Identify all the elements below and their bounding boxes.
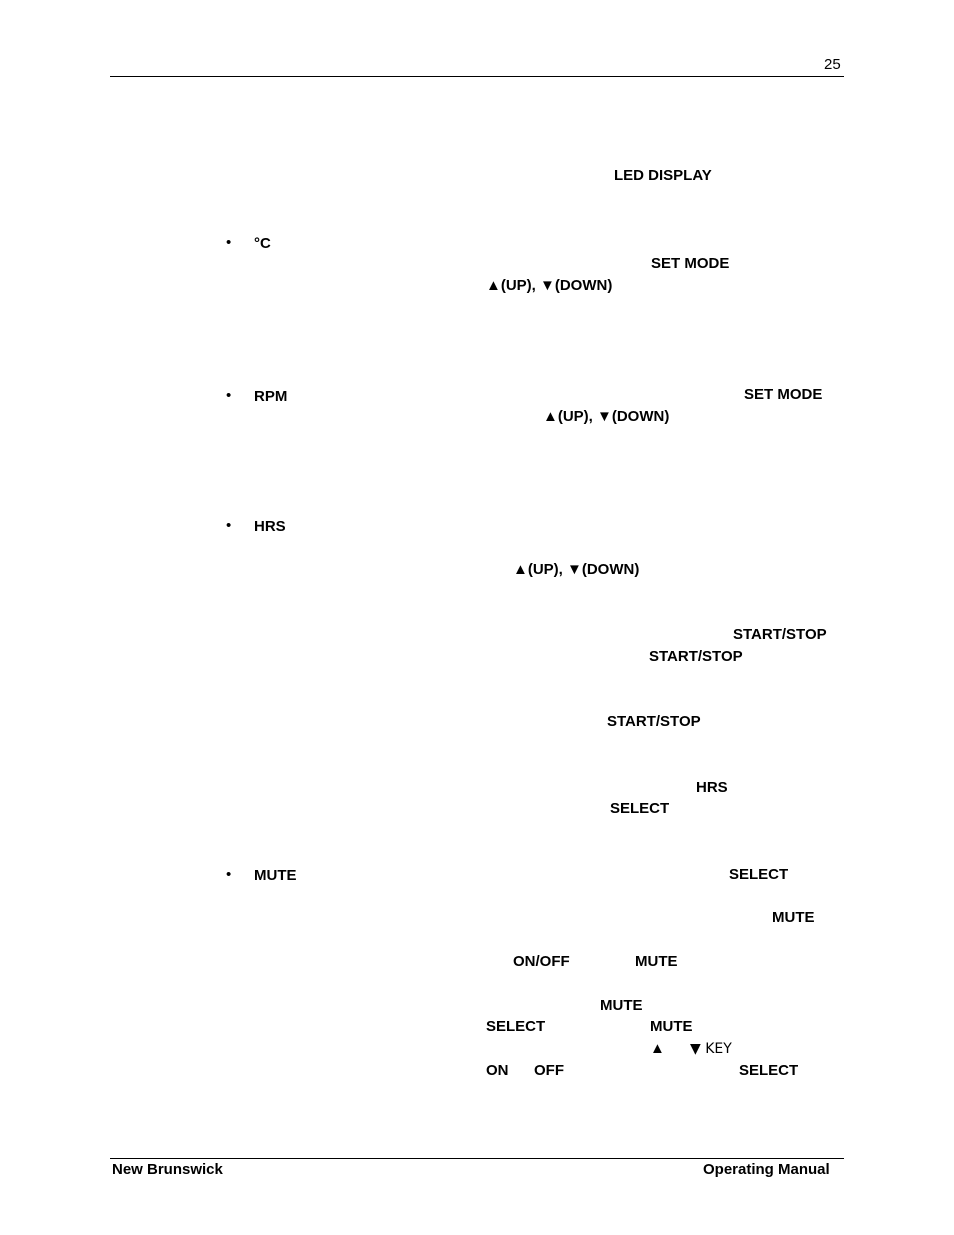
term-on: ON: [486, 1062, 509, 1079]
term-off: OFF: [534, 1062, 564, 1079]
term-celsius: °C: [254, 235, 271, 252]
term-rpm: RPM: [254, 388, 288, 405]
term-updown-3: ▲(UP), ▼(DOWN): [513, 561, 640, 578]
up-arrow-symbol: ▲: [650, 1040, 665, 1057]
term-mute-5: MUTE: [650, 1018, 693, 1035]
term-updown-1: ▲(UP), ▼(DOWN): [486, 277, 613, 294]
term-select-1: SELECT: [610, 800, 670, 817]
term-hrs-2: HRS: [696, 779, 728, 796]
page-number: 25: [824, 56, 841, 73]
term-mute-2: MUTE: [772, 909, 815, 926]
down-key-text: ▼ KEY: [690, 1041, 732, 1057]
term-set-mode-2: SET MODE: [744, 386, 823, 403]
bullet-celsius: •: [226, 234, 232, 251]
term-select-4: SELECT: [739, 1062, 799, 1079]
term-set-mode-1: SET MODE: [651, 255, 730, 272]
footer-right: Operating Manual: [703, 1161, 830, 1178]
term-start-stop-2: START/STOP: [649, 648, 743, 665]
term-select-2: SELECT: [729, 866, 789, 883]
footer-left: New Brunswick: [112, 1161, 223, 1178]
term-hrs: HRS: [254, 518, 286, 535]
term-led-display: LED DISPLAY: [614, 167, 712, 184]
term-updown-2: ▲(UP), ▼(DOWN): [543, 408, 670, 425]
bullet-mute: •: [226, 866, 232, 883]
term-mute-4: MUTE: [600, 997, 643, 1014]
term-mute-3: MUTE: [635, 953, 678, 970]
bullet-hrs: •: [226, 517, 232, 534]
bullet-rpm: •: [226, 387, 232, 404]
term-on-off: ON/OFF: [513, 953, 570, 970]
term-start-stop-1: START/STOP: [733, 626, 827, 643]
term-start-stop-3: START/STOP: [607, 713, 701, 730]
header-rule: [110, 76, 844, 77]
footer-rule: [110, 1158, 844, 1159]
term-mute: MUTE: [254, 867, 297, 884]
term-select-3: SELECT: [486, 1018, 546, 1035]
